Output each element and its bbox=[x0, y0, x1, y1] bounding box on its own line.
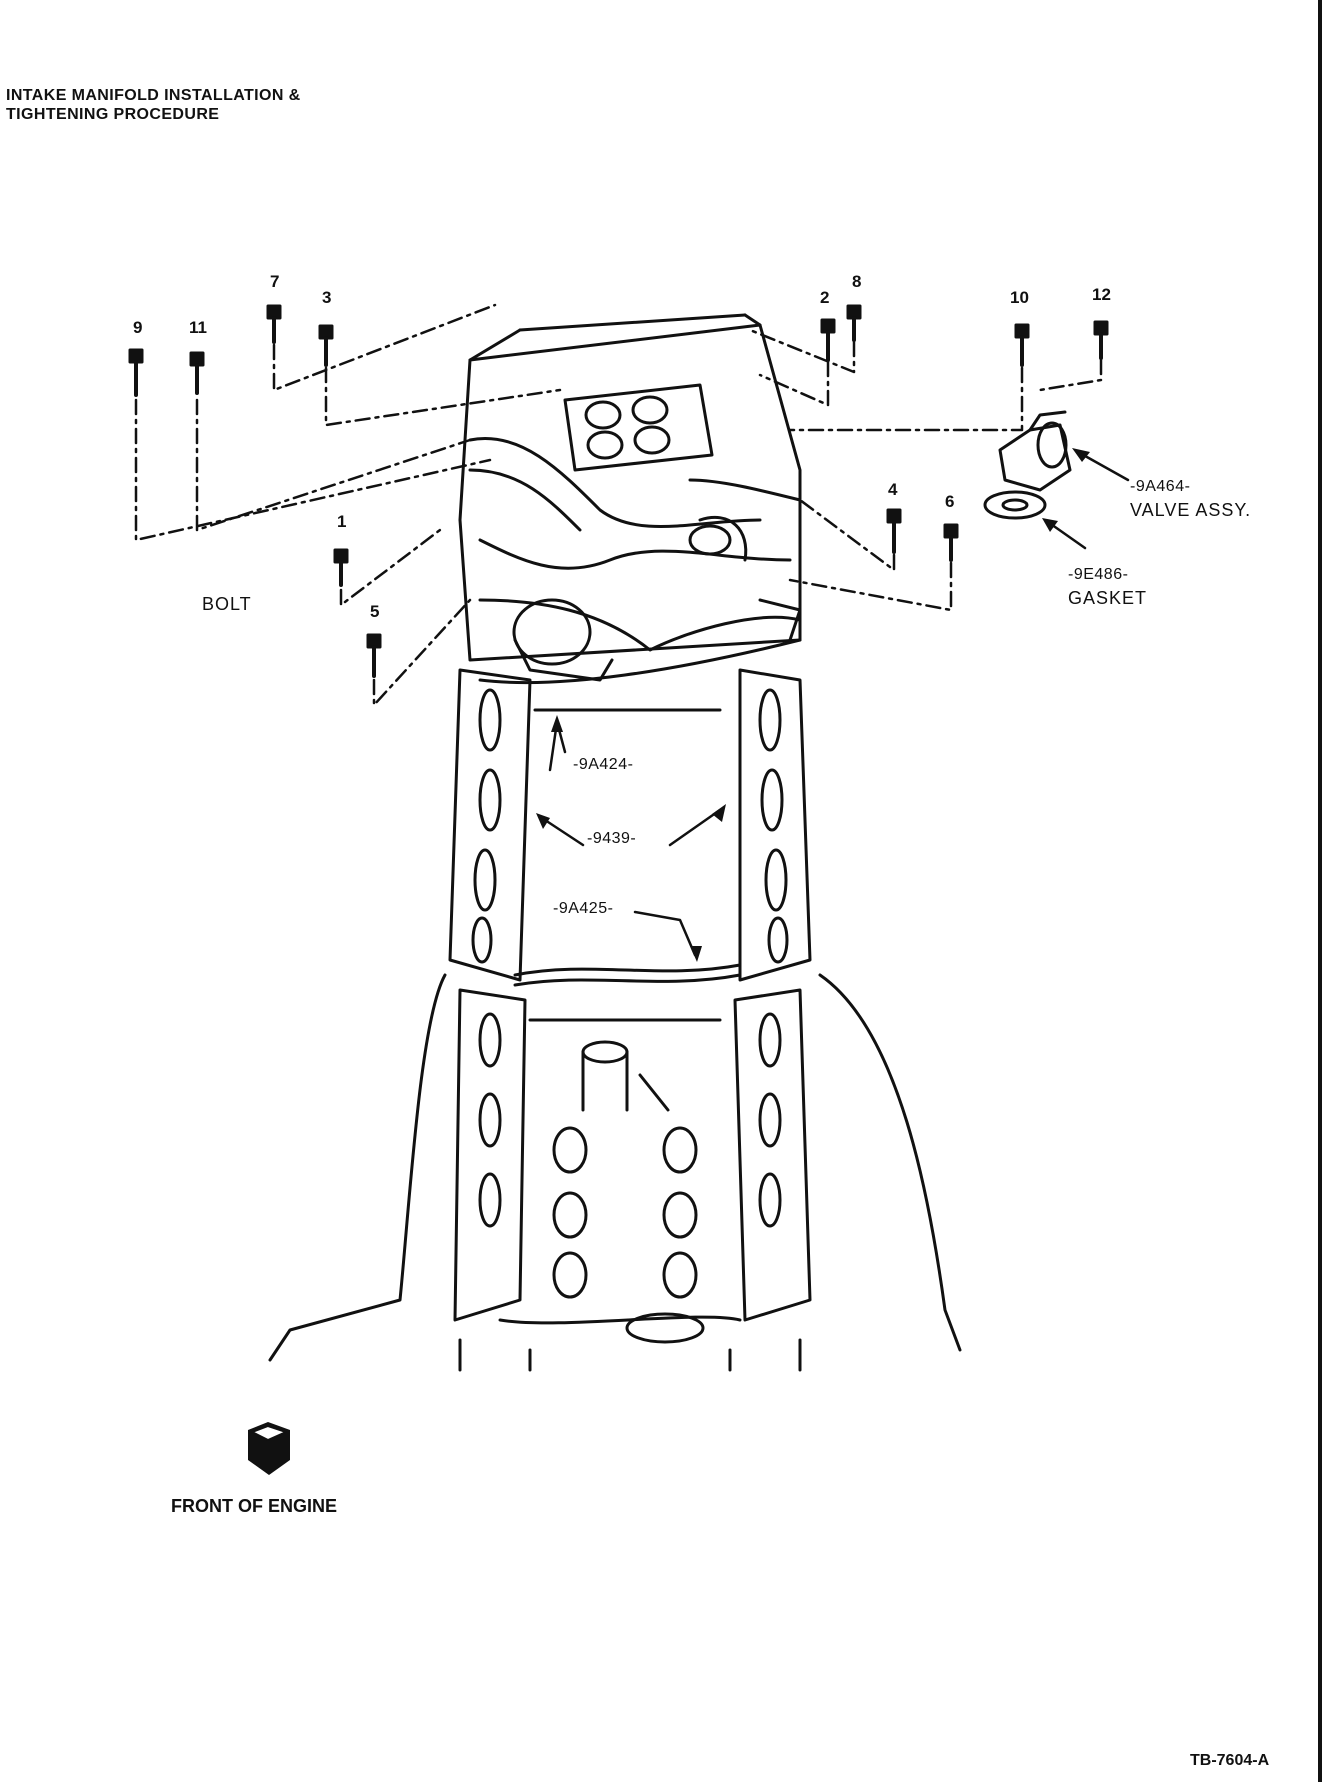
bolt-number-4: 4 bbox=[888, 480, 898, 499]
bolt-11-icon bbox=[189, 351, 205, 395]
bolt-6-icon bbox=[943, 523, 959, 562]
rear-seal-label: -9A425- bbox=[553, 900, 614, 917]
page-title-line2: TIGHTENING PROCEDURE bbox=[6, 106, 220, 123]
bolt-3-icon bbox=[318, 324, 334, 367]
gasket-part-number: -9E486- bbox=[1068, 566, 1129, 583]
engine-block bbox=[268, 973, 962, 1372]
bolt-number-11: 11 bbox=[189, 318, 207, 337]
bolt-1-icon bbox=[333, 548, 349, 587]
valve-part-number: -9A464- bbox=[1130, 478, 1191, 495]
label-arrows bbox=[543, 450, 1130, 957]
bolt-number-1: 1 bbox=[337, 512, 347, 531]
front-arrow-highlight bbox=[251, 1425, 287, 1441]
bolt-4-icon bbox=[886, 508, 902, 554]
page-border-line bbox=[1318, 0, 1322, 1782]
bolt-leader-lines bbox=[134, 303, 1103, 707]
intake-manifold bbox=[458, 313, 802, 685]
gasket-assembly bbox=[448, 668, 812, 987]
bolt-8-icon bbox=[846, 304, 862, 342]
bolts bbox=[128, 304, 1109, 678]
page-title-line1: INTAKE MANIFOLD INSTALLATION & bbox=[6, 87, 301, 104]
front-seal-label: -9A424- bbox=[573, 756, 634, 773]
gasket-name-label: GASKET bbox=[1068, 588, 1148, 608]
bolt-number-12: 12 bbox=[1092, 285, 1111, 304]
front-of-engine-label: FRONT OF ENGINE bbox=[171, 1496, 337, 1516]
valve-assembly bbox=[998, 410, 1072, 492]
bolt-number-7: 7 bbox=[270, 272, 280, 291]
valve-name-label: VALVE ASSY. bbox=[1130, 500, 1252, 520]
valve-gasket bbox=[983, 490, 1047, 520]
bolt-number-9: 9 bbox=[133, 318, 143, 337]
bolt-9-icon bbox=[128, 348, 144, 397]
bolt-number-2: 2 bbox=[820, 288, 830, 307]
figure-id: TB-7604-A bbox=[1190, 1752, 1270, 1769]
bolt-2-icon bbox=[820, 318, 836, 362]
manifold-gasket-label: -9439- bbox=[587, 830, 637, 847]
bolt-number-8: 8 bbox=[852, 272, 862, 291]
bolt-number-6: 6 bbox=[945, 492, 955, 511]
bolt-number-3: 3 bbox=[322, 288, 332, 307]
page-title: INTAKE MANIFOLD INSTALLATION & TIGHTENIN… bbox=[6, 86, 301, 124]
bolt-number-5: 5 bbox=[370, 602, 380, 621]
bolt-10-icon bbox=[1014, 323, 1030, 367]
bolt-number-10: 10 bbox=[1010, 288, 1029, 307]
bolt-7-icon bbox=[266, 304, 282, 344]
bolt-label: BOLT bbox=[202, 594, 252, 614]
bolt-12-icon bbox=[1093, 320, 1109, 360]
bolt-5-icon bbox=[366, 633, 382, 678]
arrowheads bbox=[536, 448, 1090, 962]
